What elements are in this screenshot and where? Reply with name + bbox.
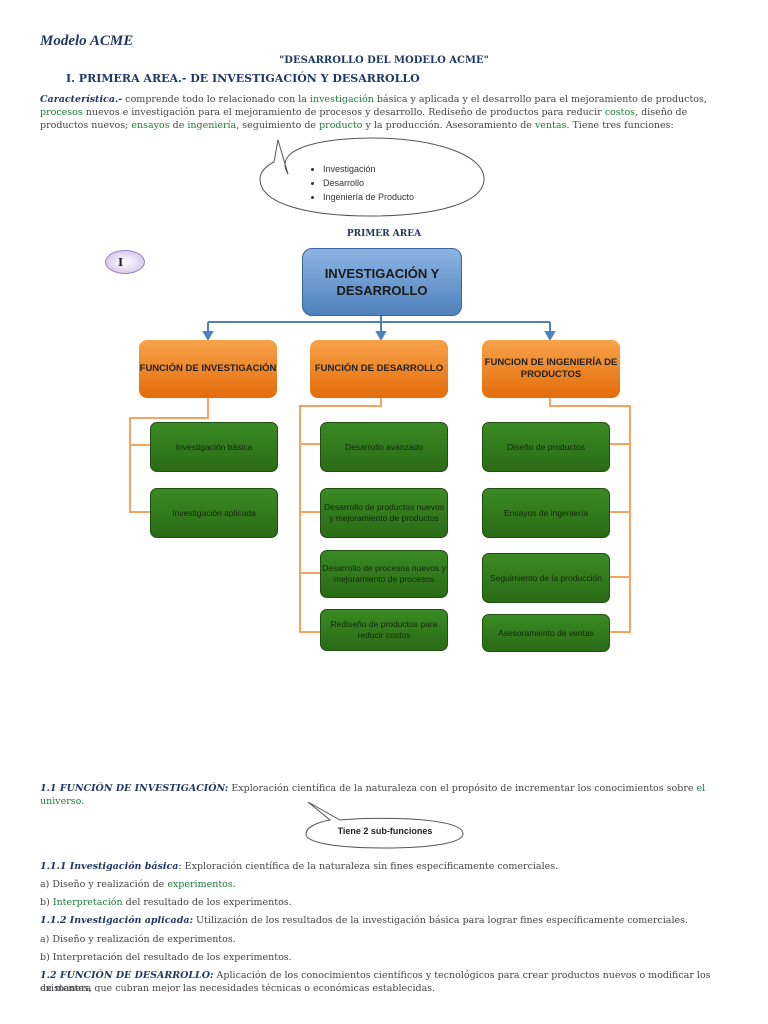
section-1-1-1: 1.1.1 Investigación básica: Exploración …: [40, 860, 730, 873]
section-1-1-1-text: : Exploración científica de la naturalez…: [178, 861, 559, 872]
list-item: b) Interpretación del resultado de los e…: [40, 952, 292, 963]
intro-text: comprende todo lo relacionado con la: [122, 94, 310, 105]
intro-paragraph: Característica.- comprende todo lo relac…: [40, 93, 730, 132]
top-box-investigacion-desarrollo: INVESTIGACIÓN Y DESARROLLO: [302, 248, 462, 316]
link-investigacion[interactable]: investigación: [310, 94, 374, 105]
function-item: Ingeniería de Producto: [323, 190, 414, 204]
intro-text: , seguimiento de: [236, 120, 320, 131]
intro-text: . Tiene tres funciones:: [566, 120, 674, 131]
link-ventas[interactable]: ventas: [534, 120, 567, 131]
section-1-1-1-label: 1.1.1 Investigación básica: [40, 861, 179, 872]
list-item-text: a) Diseño y realización de: [40, 879, 168, 890]
list-item: b) Interpretación del resultado de los e…: [40, 896, 730, 909]
list-item-end: del resultado de los experimentos.: [122, 897, 292, 908]
intro-text: y la producción. Asesoramiento de: [362, 120, 535, 131]
section-heading: I. PRIMERA AREA.- DE INVESTIGACIÓN Y DES…: [66, 72, 420, 85]
list-item: a) Diseño y realización de experimentos.: [40, 934, 236, 945]
section-1-2-label: 1.2 FUNCIÓN DE DESARROLLO:: [40, 970, 214, 981]
intro-text: nuevos e investigación para el mejoramie…: [82, 107, 605, 118]
section-1-1-2-label: 1.1.2 Investigación aplicada:: [40, 915, 194, 926]
link-procesos[interactable]: procesos: [40, 107, 83, 118]
function-box-ingenieria: FUNCION DE INGENIERÍA DE PRODUCTOS: [482, 340, 620, 398]
link-experimentos[interactable]: experimentos: [167, 879, 233, 890]
section-number-badge: I: [105, 250, 145, 274]
function-box-investigacion: FUNCIÓN DE INVESTIGACIÓN: [139, 340, 277, 398]
list-item-text: b): [40, 897, 53, 908]
section-1-2-continuation: de manera que cubran mejor las necesidad…: [40, 983, 436, 992]
function-item: Desarrollo: [323, 176, 414, 190]
sub-function-box: Desarrollo avanzado: [320, 422, 448, 472]
section-1-2-text: Aplicación de los conocimientos científi…: [40, 970, 711, 994]
sub-function-box: Asesoramiento de ventas: [482, 614, 610, 652]
link-interpretacion[interactable]: Interpretación: [52, 897, 123, 908]
link-costos[interactable]: costos: [604, 107, 636, 118]
sub-function-box: Investigación aplicada: [150, 488, 278, 538]
section-1-1: 1.1 FUNCIÓN DE INVESTIGACIÓN: Exploració…: [40, 782, 730, 808]
link-universo[interactable]: el universo: [40, 783, 706, 807]
sub-function-box: Desarrollo de procesos nuevos y mejorami…: [320, 550, 448, 598]
section-1-1-2-text: Utilización de los resultados de la inve…: [193, 915, 688, 926]
list-item: a) Diseño y realización de experimentos.: [40, 878, 730, 891]
section-1-1-text: Exploración científica de la naturaleza …: [228, 783, 697, 794]
intro-label: Característica.-: [40, 94, 123, 105]
sub-functions-note: Tiene 2 sub-funciones: [337, 826, 433, 836]
intro-text: , diseño de productos nuevos;: [40, 107, 688, 131]
sub-function-box: Seguimiento de la producción: [482, 553, 610, 603]
intro-text: básica y aplicada y el desarrollo para e…: [373, 94, 707, 105]
sub-function-box: Investigación básica: [150, 422, 278, 472]
sub-function-box: Rediseño de productos para reducir costo…: [320, 609, 448, 651]
center-title: "DESARROLLO DEL MODELO ACME": [279, 55, 489, 66]
link-ensayos[interactable]: ensayos: [131, 120, 170, 131]
sub-function-box: Desarrollo de productos nuevos y mejoram…: [320, 488, 448, 538]
intro-text: de: [169, 120, 188, 131]
function-item: Investigación: [323, 162, 414, 176]
document-title: Modelo ACME: [40, 33, 134, 49]
functions-list: Investigación Desarrollo Ingeniería de P…: [305, 162, 414, 204]
sub-function-box: Ensayos de ingeniería: [482, 488, 610, 538]
diagram-title: PRIMER AREA: [346, 229, 422, 239]
function-box-desarrollo: FUNCIÓN DE DESARROLLO: [310, 340, 448, 398]
functions-bubble: [259, 137, 485, 217]
sub-function-box: Diseño de productos: [482, 422, 610, 472]
sub-functions-callout: [305, 801, 464, 849]
link-producto[interactable]: producto: [319, 120, 363, 131]
list-item-end: .: [232, 879, 236, 890]
link-ingenieria[interactable]: ingeniería: [187, 120, 237, 131]
section-1-2: 1.2 FUNCIÓN DE DESARROLLO: Aplicación de…: [40, 969, 730, 995]
section-1-1-label: 1.1 FUNCIÓN DE INVESTIGACIÓN:: [40, 783, 229, 794]
section-1-1-2: 1.1.2 Investigación aplicada: Utilizació…: [40, 914, 730, 927]
section-1-1-end: .: [81, 796, 85, 807]
